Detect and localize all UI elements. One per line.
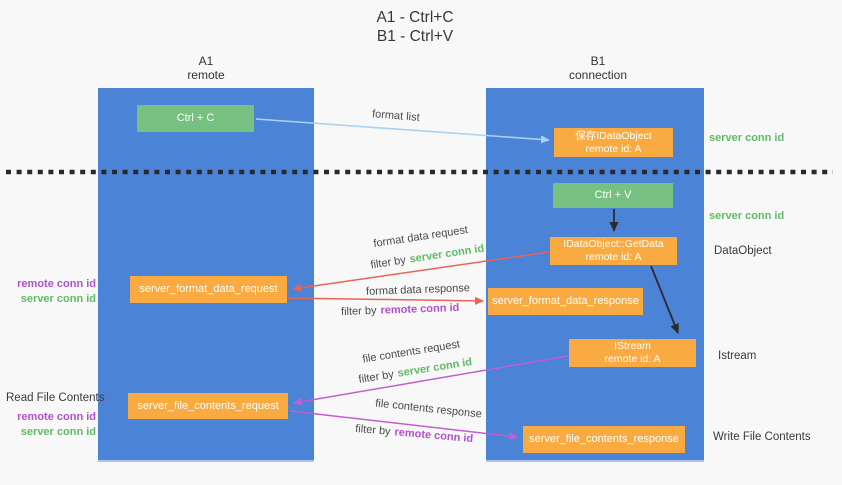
istream-node: IStream remote id: A [569,339,696,367]
remote-conn-id-label-2: remote conn id [17,411,96,423]
write-file-contents-annotation: Write File Contents [713,431,811,443]
dataobject-annotation: DataObject [714,245,772,257]
save-dataobject-line1: 保存IDataObject [575,129,652,142]
server-conn-id-label-2: server conn id [20,425,96,438]
file-response-label: server_file_contents_response [529,433,679,445]
format-data-response-arrow [287,296,484,305]
server-conn-id-label-1: server conn id [20,292,96,305]
format-list-flow-label: format list [371,108,421,124]
right-column-name: B1 [590,54,606,68]
remote-conn-id-label-1: remote conn id [17,278,96,290]
format-data-response-flow-label: format data response [365,282,471,298]
getdata-line1: IDataObject::GetData [563,238,664,250]
file-response-node: server_file_contents_response [523,426,685,453]
ctrl-v-label: Ctrl + V [594,189,632,201]
right-column-header: B1 connection [538,54,658,82]
format-response-label: server_format_data_response [492,295,639,307]
istream-annotation: Istream [718,350,757,362]
save-dataobject-node: 保存IDataObject remote id: A [554,128,673,157]
getdata-node: IDataObject::GetData remote id: A [550,237,677,265]
istream-line2: remote id: A [604,353,661,365]
filter-by-prefix: filter by [369,254,407,272]
left-column-role: remote [187,68,225,82]
right-column-role: connection [568,68,628,82]
left-column-header: A1 remote [146,54,266,82]
filter-by-prefix: filter by [354,422,392,438]
read-file-contents-annotation: Read File Contents [6,392,105,404]
ctrl-v-node: Ctrl + V [553,183,673,208]
server-conn-id-annotation-top: server conn id [709,132,785,144]
server-conn-id-key: server conn id [396,356,473,380]
left-conn-id-group-1: remote conn id server conn id [8,277,96,306]
title-line-2: B1 - Ctrl+V [376,28,454,45]
left-conn-id-group-2: remote conn id server conn id [8,410,96,439]
title-line-1: A1 - Ctrl+C [376,9,454,26]
save-dataobject-line2: remote id: A [585,142,642,155]
istream-line1: IStream [614,340,651,352]
format-request-node: server_format_data_request [130,276,287,303]
file-contents-response-flow-label: file contents response [374,397,483,421]
format-request-label: server_format_data_request [139,283,278,295]
server-conn-id-key: server conn id [408,242,485,266]
diagram-title: A1 - Ctrl+C B1 - Ctrl+V [300,8,530,46]
remote-conn-id-key: remote conn id [394,426,474,446]
left-column-name: A1 [198,54,214,68]
format-response-node: server_format_data_response [488,288,643,315]
file-request-node: server_file_contents_request [128,393,288,419]
ctrl-c-node: Ctrl + C [137,105,254,132]
ctrl-c-label: Ctrl + C [176,112,215,124]
file-request-label: server_file_contents_request [137,399,279,412]
remote-conn-id-key: remote conn id [380,301,460,317]
filter-by-prefix: filter by [357,368,395,386]
filter-by-prefix: filter by [340,304,377,319]
server-conn-id-annotation-mid: server conn id [709,210,785,222]
getdata-line2: remote id: A [585,251,642,263]
